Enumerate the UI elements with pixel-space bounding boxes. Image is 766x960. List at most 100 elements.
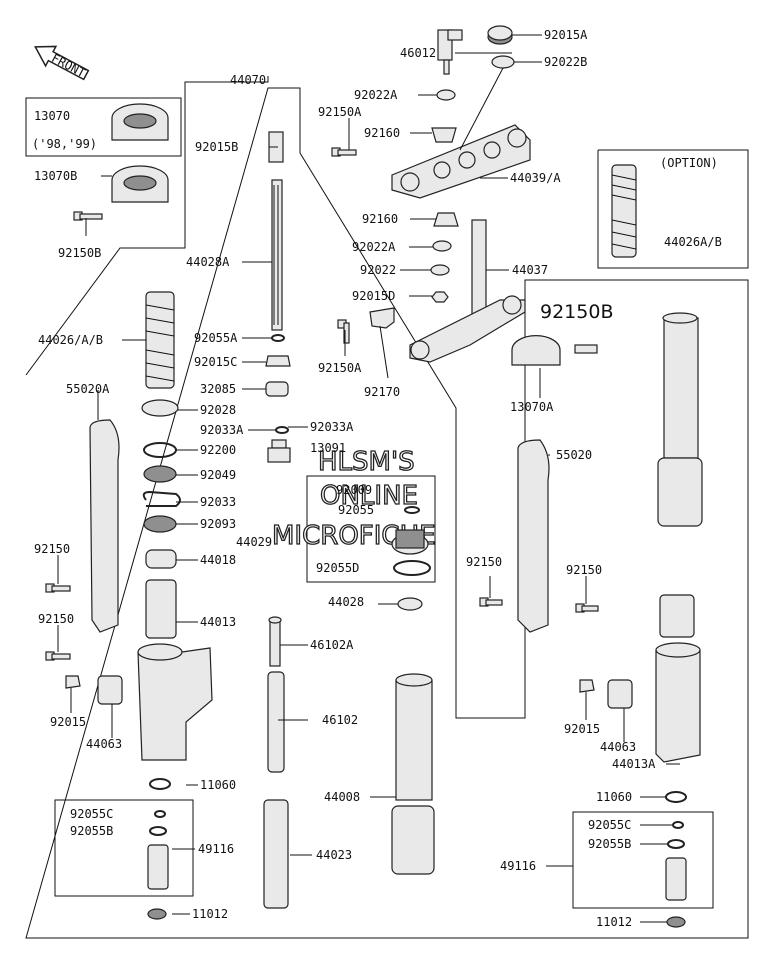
damper-44029 — [391, 529, 429, 555]
stem-44037 — [409, 219, 526, 363]
outer-tube-44013A-upper — [659, 594, 695, 638]
bolt-92150B-left — [73, 211, 103, 221]
rod-46102A — [268, 616, 282, 667]
o-ring-92055C-left — [154, 810, 166, 818]
label-44013: 44013 — [200, 615, 236, 629]
label-44023: 44023 — [316, 848, 352, 862]
washer-92022 — [430, 264, 450, 276]
label-44028A: 44028A — [186, 255, 230, 269]
clip-92033A — [275, 426, 289, 434]
bolt-11012-left — [147, 908, 167, 920]
bolt-92150-left-2 — [45, 651, 71, 661]
outer-tube-44013 — [145, 579, 177, 639]
bolt-92150A-top — [331, 147, 357, 157]
label-92049: 92049 — [200, 468, 236, 482]
inner-frame-44029 — [306, 475, 436, 583]
part-labels: 46012 92015A 92022B 44070 13070 ('98,'99… — [32, 28, 722, 929]
clamp-13070A — [511, 335, 598, 366]
label-44026AB-option: 44026A/B — [664, 235, 722, 249]
assembly-outline — [25, 76, 749, 939]
label-44039A: 44039/A — [510, 171, 561, 185]
label-49116-left: 49116 — [198, 842, 234, 856]
label-92150B-big: 92150B — [540, 301, 613, 323]
rod-46102 — [267, 671, 285, 773]
label-92150-right-1: 92150 — [466, 555, 502, 569]
label-92015A: 92015A — [544, 28, 588, 42]
label-option: (OPTION) — [660, 156, 718, 170]
label-92150-left-1: 92150 — [34, 542, 70, 556]
label-32085: 32085 — [200, 382, 236, 396]
inner-frame-49116-right — [572, 811, 714, 909]
o-ring-92055 — [404, 506, 420, 514]
clamp-44063-right — [607, 679, 633, 709]
label-11060-left: 11060 — [200, 778, 236, 792]
label-55020: 55020 — [556, 448, 592, 462]
label-92055C-left: 92055C — [70, 807, 113, 821]
label-44026AB: 44026/A/B — [38, 333, 103, 347]
bolt-11012-right — [666, 916, 686, 928]
watermark-line-1: HLSM'S — [318, 447, 415, 477]
label-92022A-top: 92022A — [354, 88, 398, 102]
label-92150A-mid: 92150A — [318, 361, 362, 375]
years-frame — [25, 97, 182, 157]
fork-guard-55020A — [89, 419, 120, 633]
bushing-32085 — [265, 381, 289, 397]
o-ring-92055C-right — [672, 821, 684, 829]
inner-frame-49116-left — [54, 799, 194, 897]
bracket-92170 — [369, 307, 395, 329]
label-92150B-left: 92150B — [58, 246, 101, 260]
label-13070B: 13070B — [34, 169, 77, 183]
label-92033: 92033 — [200, 495, 236, 509]
cylinder-44023 — [263, 799, 289, 909]
washer-92022A-top — [436, 89, 456, 101]
label-44037: 44037 — [512, 263, 548, 277]
label-44063-right: 44063 — [600, 740, 636, 754]
label-46012: 46012 — [400, 46, 436, 60]
label-92055B-right: 92055B — [588, 837, 631, 851]
watermark-line-2: ONLINE — [320, 481, 418, 511]
collar-92160-top — [431, 127, 457, 143]
label-92055D: 92055D — [316, 561, 359, 575]
label-92015-left: 92015 — [50, 715, 86, 729]
label-55020A: 55020A — [66, 382, 110, 396]
bolt-92150A-mid — [337, 319, 350, 344]
bushing-44028 — [397, 597, 423, 611]
label-44070: 44070 — [230, 73, 266, 87]
cylinder-49116-left — [147, 844, 169, 890]
bolt-92150-right-1 — [479, 597, 503, 607]
label-92200: 92200 — [200, 443, 236, 457]
label-44008: 44008 — [324, 790, 360, 804]
label-92033A-left: 92033A — [200, 423, 244, 437]
axle-holder-left — [137, 643, 213, 761]
front-arrow-icon: FRONT — [34, 45, 90, 81]
label-92015D: 92015D — [352, 289, 395, 303]
label-44029: 44029 — [236, 535, 272, 549]
washer-92022A-mid — [432, 240, 452, 252]
label-92055C-right: 92055C — [588, 818, 631, 832]
fork-guard-55020 — [517, 439, 550, 633]
label-92015-right: 92015 — [564, 722, 600, 736]
label-92022: 92022 — [360, 263, 396, 277]
steering-stem-nut-46012 — [437, 29, 463, 75]
bolt-92150-left-1 — [45, 583, 71, 593]
inner-tube-44008 — [391, 673, 435, 875]
label-44018: 44018 — [200, 553, 236, 567]
option-spring-44026AB — [611, 164, 637, 258]
label-44063-left: 44063 — [86, 737, 122, 751]
nut-92015D — [431, 291, 449, 303]
label-13070A: 13070A — [510, 400, 554, 414]
label-13070: 13070 — [34, 109, 70, 123]
washer-92022B — [491, 55, 515, 69]
label-92015C: 92015C — [194, 355, 237, 369]
clip-92033 — [142, 490, 181, 507]
o-ring-92055A — [271, 334, 285, 342]
nut-92015A — [487, 25, 513, 45]
nut-92015-left — [65, 675, 81, 689]
label-92170: 92170 — [364, 385, 400, 399]
label-92028: 92028 — [200, 403, 236, 417]
label-44028: 44028 — [328, 595, 364, 609]
label-92160-top: 92160 — [364, 126, 400, 140]
label-92055: 92055 — [338, 503, 374, 517]
label-92055B-left: 92055B — [70, 824, 113, 838]
